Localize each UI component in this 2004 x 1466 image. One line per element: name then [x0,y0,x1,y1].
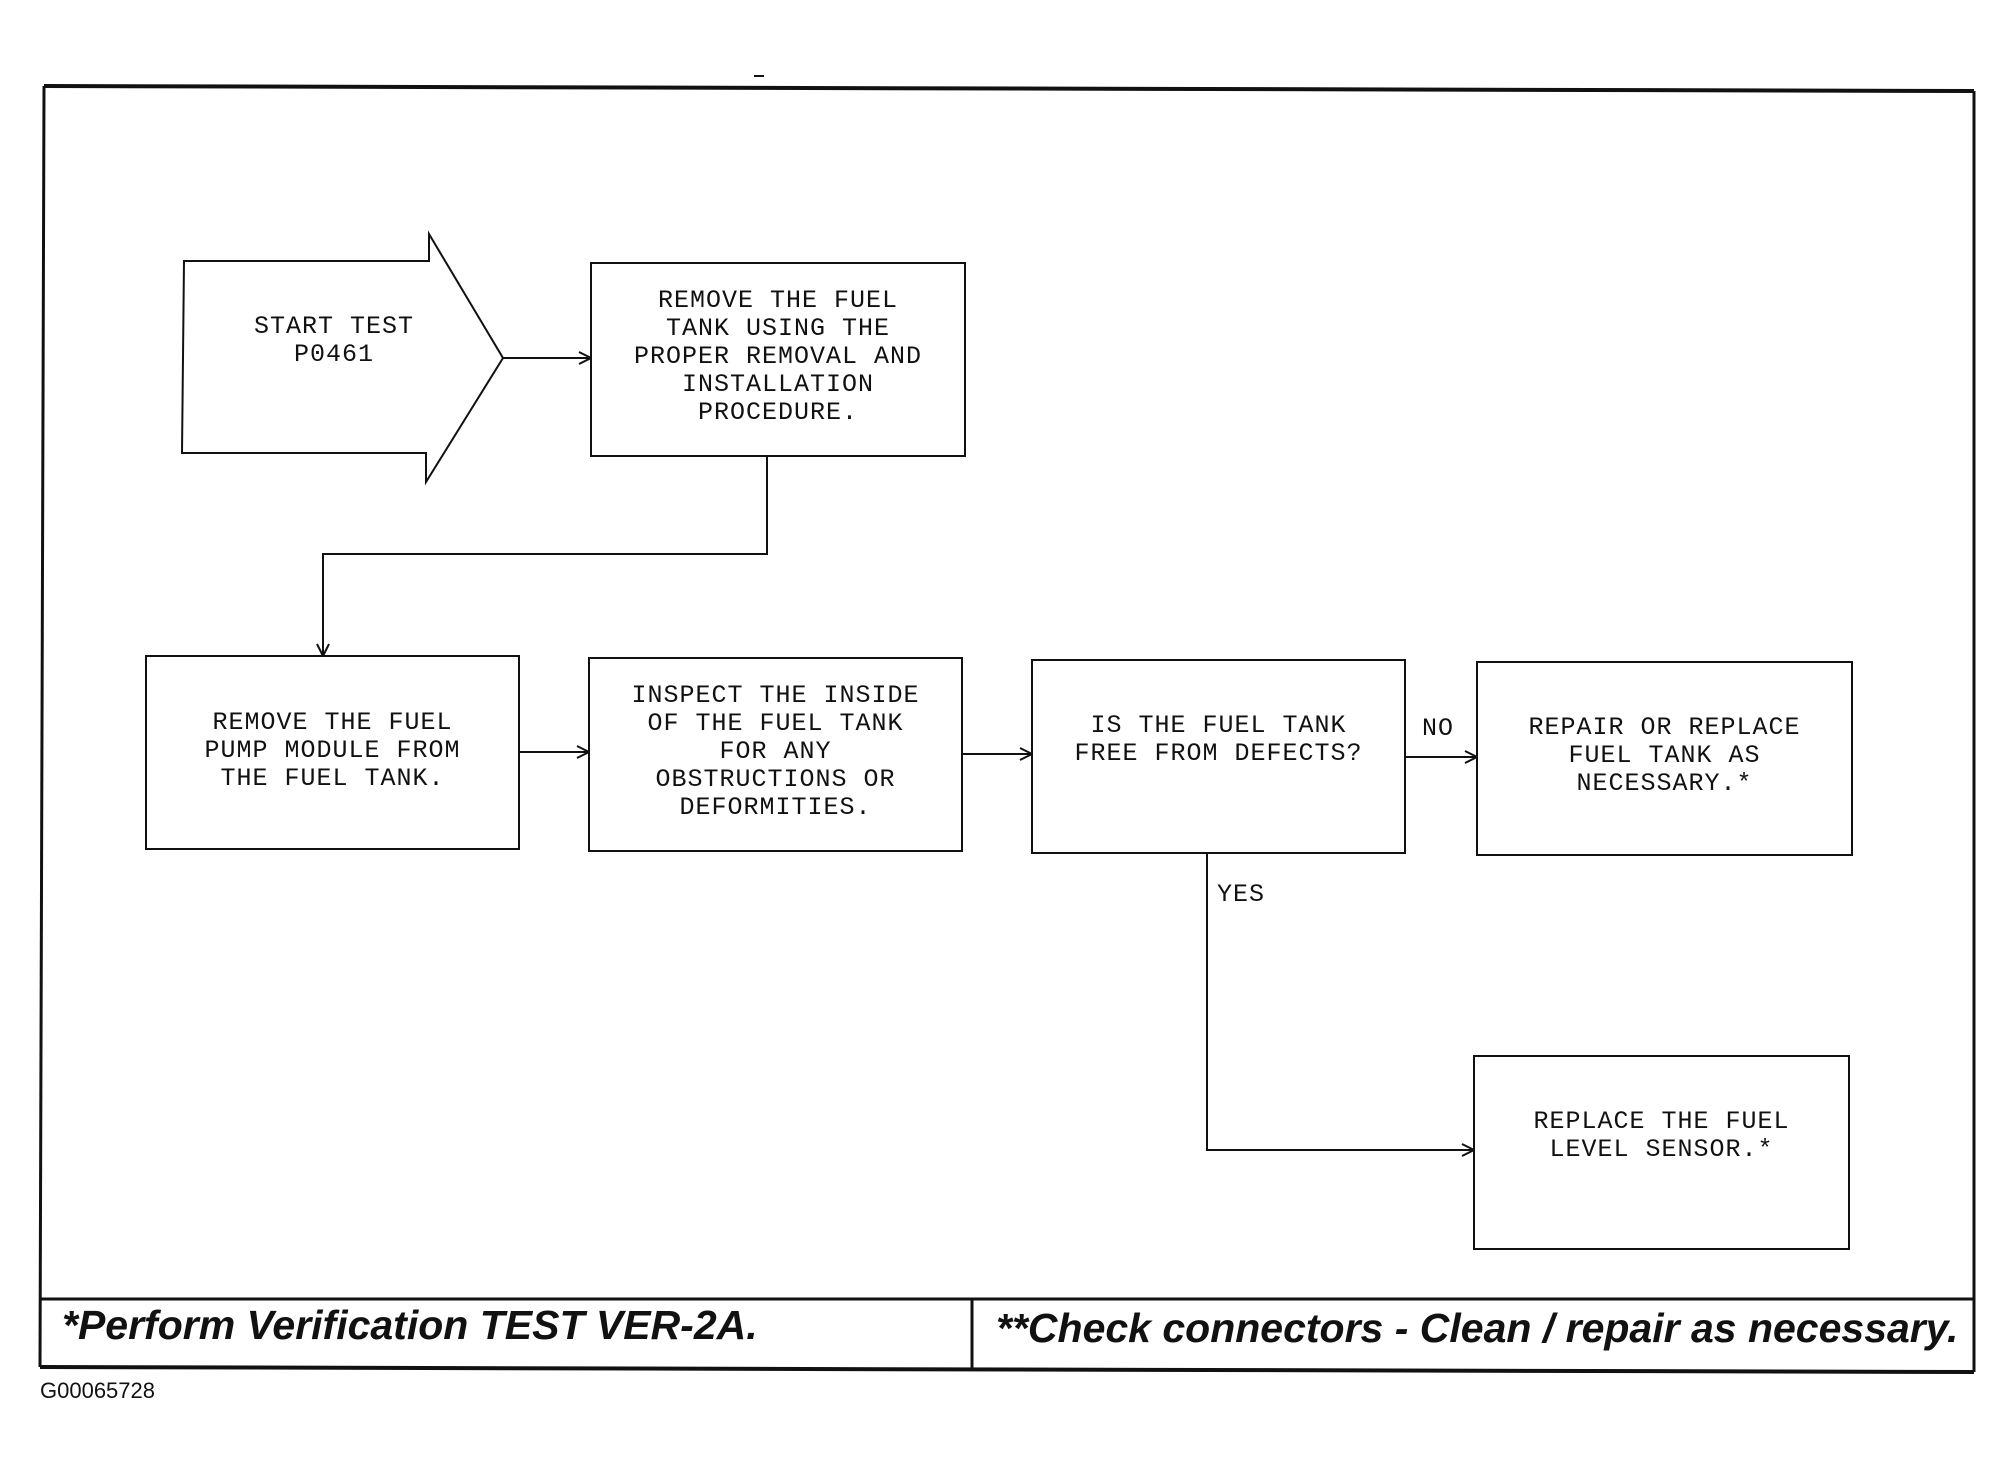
footer-right-note: **Check connectors - Clean / repair as n… [996,1305,1959,1351]
edge-label-yes: YES [1217,880,1266,909]
edge-label-no: NO [1422,714,1455,743]
node-line: PROPER REMOVAL AND [633,342,923,371]
node-line: PROCEDURE. [697,398,859,427]
footer-left-note: *Perform Verification TEST VER-2A. [62,1302,758,1348]
node-line: REMOVE THE FUEL [212,708,453,737]
node-line: P0461 [293,340,374,369]
node-line: REPAIR OR REPLACE [1528,713,1801,742]
node-line: LEVEL SENSOR.* [1549,1135,1774,1164]
edge-remove-tank-to-remove-pump [323,456,768,656]
node-line: REMOVE THE FUEL [657,286,899,315]
node-line: FREE FROM DEFECTS? [1074,739,1363,768]
node-line: DEFORMITIES. [679,793,872,822]
node-line: TANK USING THE [665,314,891,343]
node-line: FUEL TANK AS [1568,741,1761,770]
edge-question-to-replace-sensor [1206,853,1474,1150]
frame-top-line [43,84,1975,93]
figure-code: G00065728 [40,1378,155,1403]
frame-bottom-line [39,1365,1975,1374]
start-arrow-shape [180,230,505,486]
node-line: OF THE FUEL TANK [647,709,904,738]
node-line: REPLACE THE FUEL [1533,1107,1790,1136]
node-line: PUMP MODULE FROM [204,736,461,765]
node-line: START TEST [253,312,415,341]
node-line: INSTALLATION [681,370,875,399]
node-line: INSPECT THE INSIDE [631,681,920,710]
node-line: OBSTRUCTIONS OR [655,765,896,794]
frame-left-line [38,85,46,1368]
node-line: NECESSARY.* [1576,769,1753,798]
node-line: FOR ANY [719,737,832,766]
node-line: THE FUEL TANK. [220,764,445,793]
node-line: IS THE FUEL TANK [1090,711,1347,740]
